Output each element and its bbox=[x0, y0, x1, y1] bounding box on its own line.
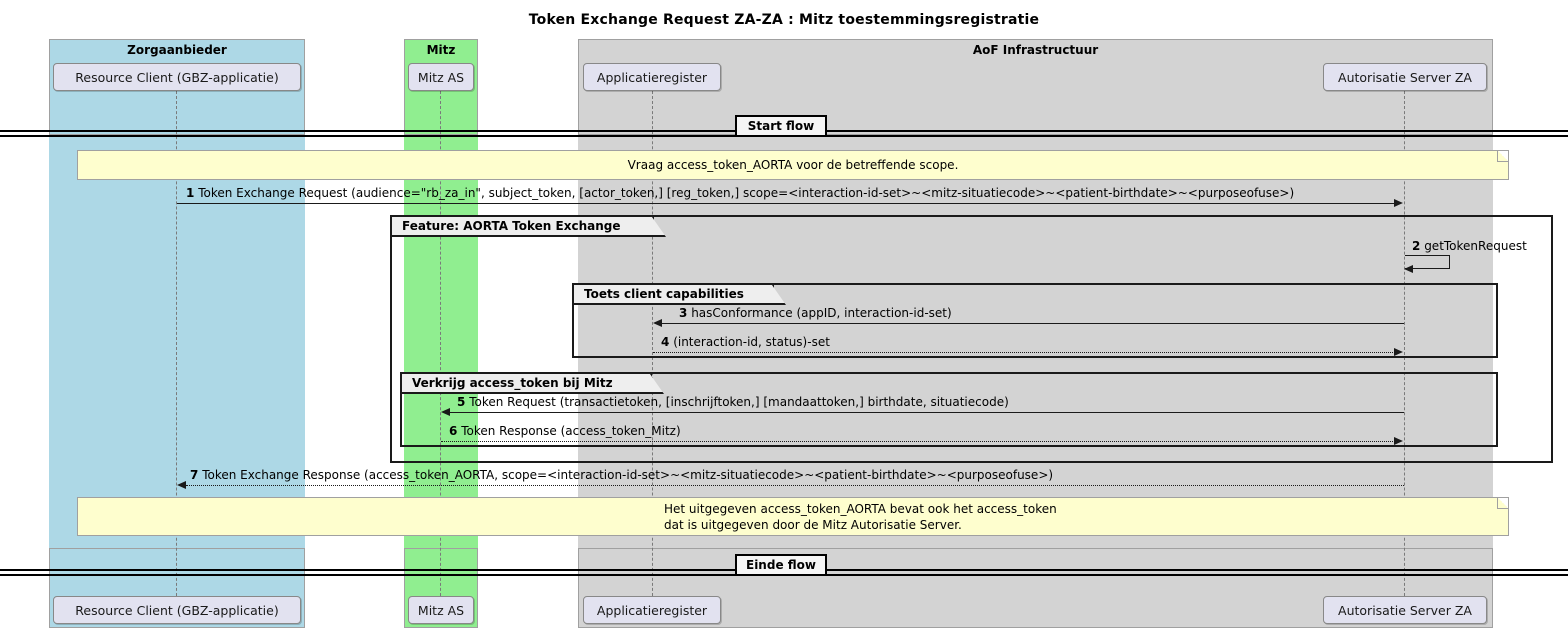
group-capabilities-label: Toets client capabilities bbox=[584, 287, 744, 301]
note-bottom: Het uitgegeven access_token_AORTA bevat … bbox=[77, 497, 1509, 536]
lifeline-resource-client bbox=[176, 91, 177, 611]
group-toets-client-capabilities: Toets client capabilities bbox=[572, 283, 1498, 358]
message-3-text: hasConformance (appID, interaction-id-se… bbox=[691, 306, 952, 320]
participant-autorisatie-server-top[interactable]: Autorisatie Server ZA bbox=[1323, 63, 1487, 91]
participant-label: Applicatieregister bbox=[596, 69, 708, 85]
participant-label: Resource Client (GBZ-applicatie) bbox=[75, 69, 279, 85]
lane-title-zorgaanbieder: Zorgaanbieder bbox=[127, 43, 227, 57]
divider-end-label: Einde flow bbox=[746, 558, 816, 572]
group-feature-aorta-token-exchange: Feature: AORTA Token Exchange bbox=[390, 215, 1553, 463]
lifeline-applicatieregister bbox=[652, 91, 653, 611]
message-2-arrowhead bbox=[1404, 265, 1413, 273]
message-1-arrowhead bbox=[1394, 199, 1403, 207]
message-4-arrowhead bbox=[1394, 348, 1403, 356]
participant-mitz-as-top[interactable]: Mitz AS bbox=[408, 63, 474, 91]
message-6-text: Token Response (access_token_Mitz) bbox=[461, 424, 681, 438]
participant-applicatieregister-bottom[interactable]: Applicatieregister bbox=[583, 596, 721, 624]
message-4-line bbox=[653, 352, 1395, 353]
message-1-text: Token Exchange Request (audience="rb_za_… bbox=[198, 186, 1295, 200]
group-mitz-token-label-box: Verkrijg access_token bij Mitz bbox=[402, 374, 664, 394]
divider-start-label: Start flow bbox=[747, 119, 815, 133]
group-capabilities-label-box: Toets client capabilities bbox=[574, 285, 786, 305]
note-bottom-line-2: dat is uitgegeven door de Mitz Autorisat… bbox=[664, 517, 962, 532]
note-fold-icon bbox=[1497, 151, 1508, 162]
message-5-text: Token Request (transactietoken, [inschri… bbox=[469, 395, 1009, 409]
message-5-arrowhead bbox=[441, 408, 450, 416]
message-6-number: 6 bbox=[449, 424, 458, 438]
message-2-label: 2 getTokenRequest bbox=[1412, 239, 1527, 253]
message-7-number: 7 bbox=[190, 468, 199, 482]
divider-start-flow: Start flow bbox=[735, 115, 827, 137]
message-7-text: Token Exchange Response (access_token_AO… bbox=[202, 468, 1054, 482]
participant-mitz-as-bottom[interactable]: Mitz AS bbox=[408, 596, 474, 624]
group-mitz-token-label: Verkrijg access_token bij Mitz bbox=[412, 376, 613, 390]
message-5-line bbox=[450, 412, 1404, 413]
message-6-line bbox=[441, 441, 1395, 442]
message-1-number: 1 bbox=[186, 186, 195, 200]
message-6-arrowhead bbox=[1394, 437, 1403, 445]
participant-label: Mitz AS bbox=[417, 69, 465, 85]
message-1-line bbox=[177, 203, 1395, 204]
message-3-arrowhead bbox=[653, 319, 662, 327]
participant-applicatieregister-top[interactable]: Applicatieregister bbox=[583, 63, 721, 91]
participant-resource-client-top[interactable]: Resource Client (GBZ-applicatie) bbox=[53, 63, 301, 91]
message-7-arrowhead bbox=[177, 481, 186, 489]
message-2-self-loop bbox=[1405, 255, 1450, 269]
participant-label: Autorisatie Server ZA bbox=[1338, 69, 1472, 85]
note-bottom-line-1: Het uitgegeven access_token_AORTA bevat … bbox=[664, 501, 1057, 516]
message-4-text: (interaction-id, status)-set bbox=[673, 335, 830, 349]
message-4-number: 4 bbox=[661, 335, 670, 349]
message-5-label: 5 Token Request (transactietoken, [insch… bbox=[457, 395, 1009, 409]
group-feature-label: Feature: AORTA Token Exchange bbox=[402, 219, 621, 233]
message-1-label: 1 Token Exchange Request (audience="rb_z… bbox=[186, 186, 1294, 200]
participant-autorisatie-server-bottom[interactable]: Autorisatie Server ZA bbox=[1323, 596, 1487, 624]
participant-label: Resource Client (GBZ-applicatie) bbox=[75, 602, 279, 618]
note-top: Vraag access_token_AORTA voor de betreff… bbox=[77, 150, 1509, 180]
message-7-line bbox=[186, 485, 1404, 486]
group-label-tail-icon bbox=[652, 217, 666, 237]
message-3-line bbox=[662, 323, 1404, 324]
message-3-label: 3 hasConformance (appID, interaction-id-… bbox=[679, 306, 952, 320]
message-6-label: 6 Token Response (access_token_Mitz) bbox=[449, 424, 681, 438]
message-5-number: 5 bbox=[457, 395, 466, 409]
note-fold-icon bbox=[1497, 498, 1508, 509]
participant-label: Mitz AS bbox=[417, 602, 465, 618]
participant-resource-client-bottom[interactable]: Resource Client (GBZ-applicatie) bbox=[53, 596, 301, 624]
group-feature-label-box: Feature: AORTA Token Exchange bbox=[392, 217, 666, 237]
divider-einde-flow: Einde flow bbox=[735, 554, 827, 576]
lifeline-mitz-as bbox=[440, 91, 441, 611]
participant-label: Applicatieregister bbox=[596, 602, 708, 618]
message-4-label: 4 (interaction-id, status)-set bbox=[661, 335, 830, 349]
page-title: Token Exchange Request ZA-ZA : Mitz toes… bbox=[528, 12, 1040, 28]
message-3-number: 3 bbox=[679, 306, 688, 320]
participant-label: Autorisatie Server ZA bbox=[1338, 602, 1472, 618]
lane-title-mitz: Mitz bbox=[426, 43, 456, 57]
group-verkrijg-access-token-bij-mitz: Verkrijg access_token bij Mitz bbox=[400, 372, 1498, 447]
lifeline-autorisatie-server bbox=[1404, 91, 1405, 611]
note-top-line-1: Vraag access_token_AORTA voor de betreff… bbox=[627, 158, 959, 172]
group-label-tail-icon bbox=[772, 285, 786, 305]
message-2-number: 2 bbox=[1412, 239, 1421, 253]
message-7-label: 7 Token Exchange Response (access_token_… bbox=[190, 468, 1053, 482]
group-label-tail-icon bbox=[650, 374, 664, 394]
message-2-text: getTokenRequest bbox=[1424, 239, 1527, 253]
lane-title-aof: AoF Infrastructuur bbox=[972, 43, 1099, 57]
